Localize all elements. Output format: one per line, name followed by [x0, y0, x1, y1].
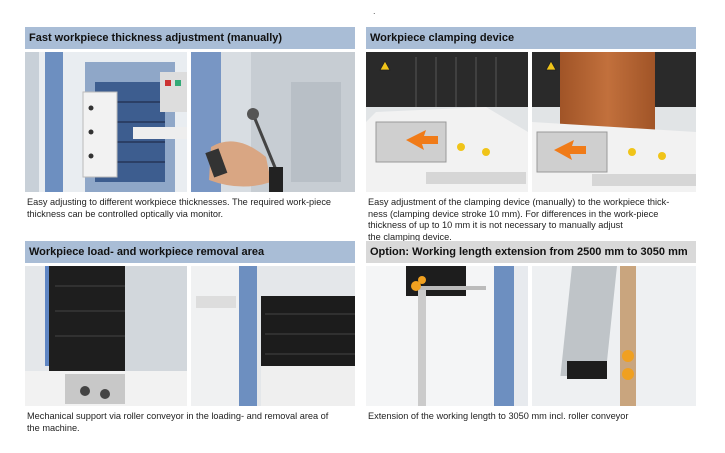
panel-caption: Extension of the working length to 3050 …	[366, 411, 696, 423]
photo-extension-rail	[366, 266, 528, 406]
photo-hand-crank	[191, 52, 355, 192]
photo-strip	[25, 52, 355, 192]
photo-clamp-with-wood	[532, 52, 696, 192]
photo-machine-frame	[25, 52, 187, 192]
panel-title: Option: Working length extension from 25…	[366, 241, 696, 263]
caption-line: the clamping device.	[368, 231, 452, 242]
caption-line: Mechanical support via roller conveyor i…	[27, 411, 329, 421]
caption-line: ness (clamping device stroke 10 mm). For…	[368, 208, 659, 219]
warning-triangle-icon	[379, 60, 391, 71]
caption-line: the machine.	[27, 422, 80, 433]
photo-extension-closeup	[532, 266, 696, 406]
photo-removal-side	[191, 266, 355, 406]
photo-strip	[25, 266, 355, 406]
panel-load-removal-area: Workpiece load- and workpiece removal ar…	[25, 241, 355, 434]
panel-title: Fast workpiece thickness adjustment (man…	[25, 27, 355, 49]
photo-loading-side	[25, 266, 187, 406]
panel-thickness-adjustment: Fast workpiece thickness adjustment (man…	[25, 27, 355, 220]
caption-line: thickness can be controlled optically vi…	[27, 208, 224, 219]
caption-line: Easy adjustment of the clamping device (…	[368, 197, 670, 207]
page-marker: .	[373, 6, 376, 16]
panel-title: Workpiece load- and workpiece removal ar…	[25, 241, 355, 263]
photo-strip	[366, 266, 696, 406]
panel-length-extension: Option: Working length extension from 25…	[366, 241, 696, 423]
caption-line: thickness of up to 10 mm it is not neces…	[368, 220, 623, 230]
panel-clamping-device: Workpiece clamping device	[366, 27, 696, 243]
arrow-icon	[406, 130, 438, 150]
photo-strip	[366, 52, 696, 192]
caption-line: Extension of the working length to 3050 …	[368, 411, 629, 421]
panel-caption: Easy adjusting to different workpiece th…	[25, 197, 355, 220]
arrow-icon	[554, 140, 586, 160]
photo-clamp-open	[366, 52, 528, 192]
panel-caption: Mechanical support via roller conveyor i…	[25, 411, 355, 434]
panel-title: Workpiece clamping device	[366, 27, 696, 49]
warning-triangle-icon	[545, 60, 557, 71]
caption-line: Easy adjusting to different workpiece th…	[27, 197, 332, 207]
panel-caption: Easy adjustment of the clamping device (…	[366, 197, 696, 243]
